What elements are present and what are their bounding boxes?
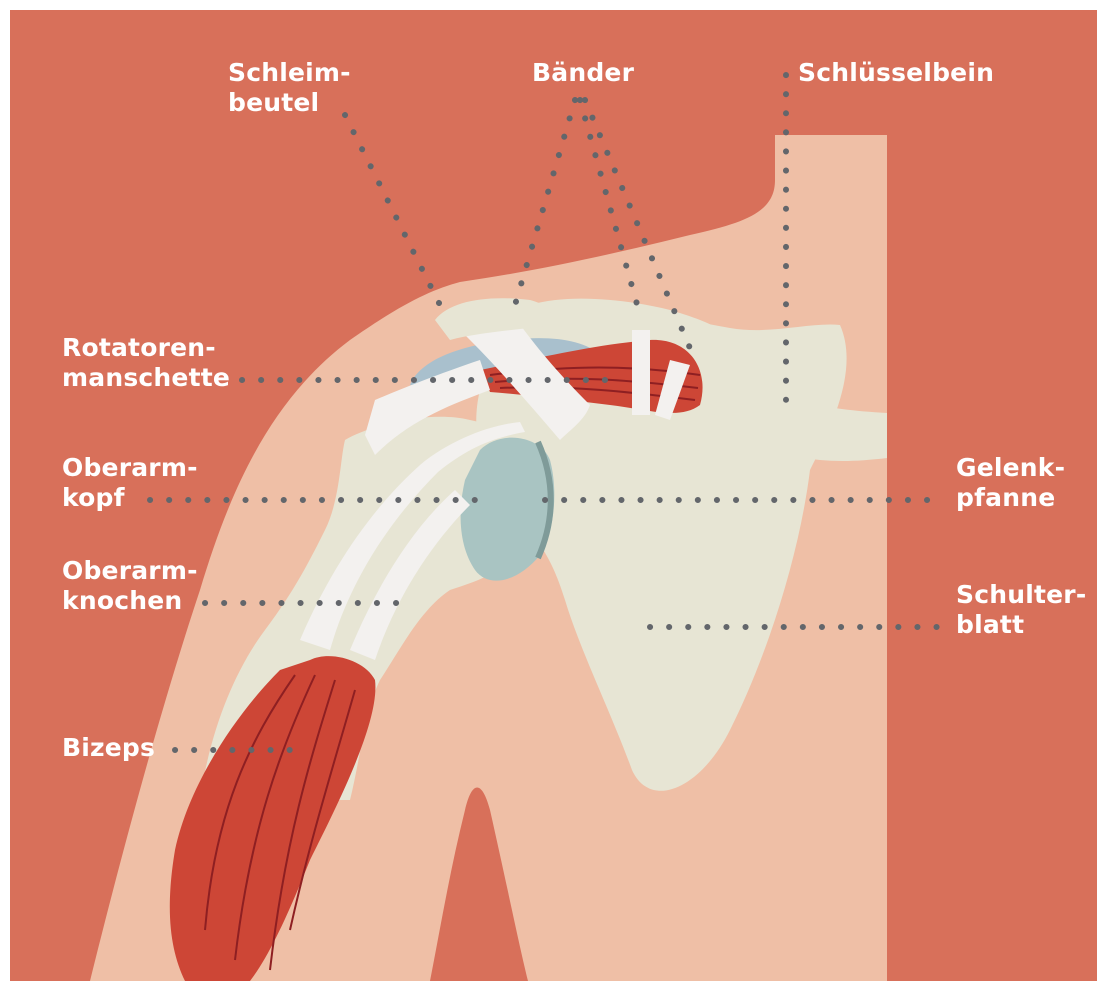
label-oberarmkopf: Oberarm- kopf <box>62 453 198 513</box>
leader-schleimbeutel <box>345 115 440 305</box>
label-schluesselbein: Schlüsselbein <box>798 58 994 88</box>
label-bizeps: Bizeps <box>62 733 155 763</box>
label-rotatorenmanschette: Rotatoren- manschette <box>62 333 230 393</box>
label-gelenkpfanne: Gelenk- pfanne <box>956 453 1065 513</box>
label-schulterblatt: Schulter- blatt <box>956 580 1086 640</box>
shoulder-anatomy-diagram: Schleim- beutel Bänder Schlüsselbein Rot… <box>10 10 1097 981</box>
label-oberarmknochen: Oberarm- knochen <box>62 556 198 616</box>
label-baender: Bänder <box>532 58 634 88</box>
label-schleimbeutel: Schleim- beutel <box>228 58 351 118</box>
ligament-band-1 <box>632 330 650 415</box>
